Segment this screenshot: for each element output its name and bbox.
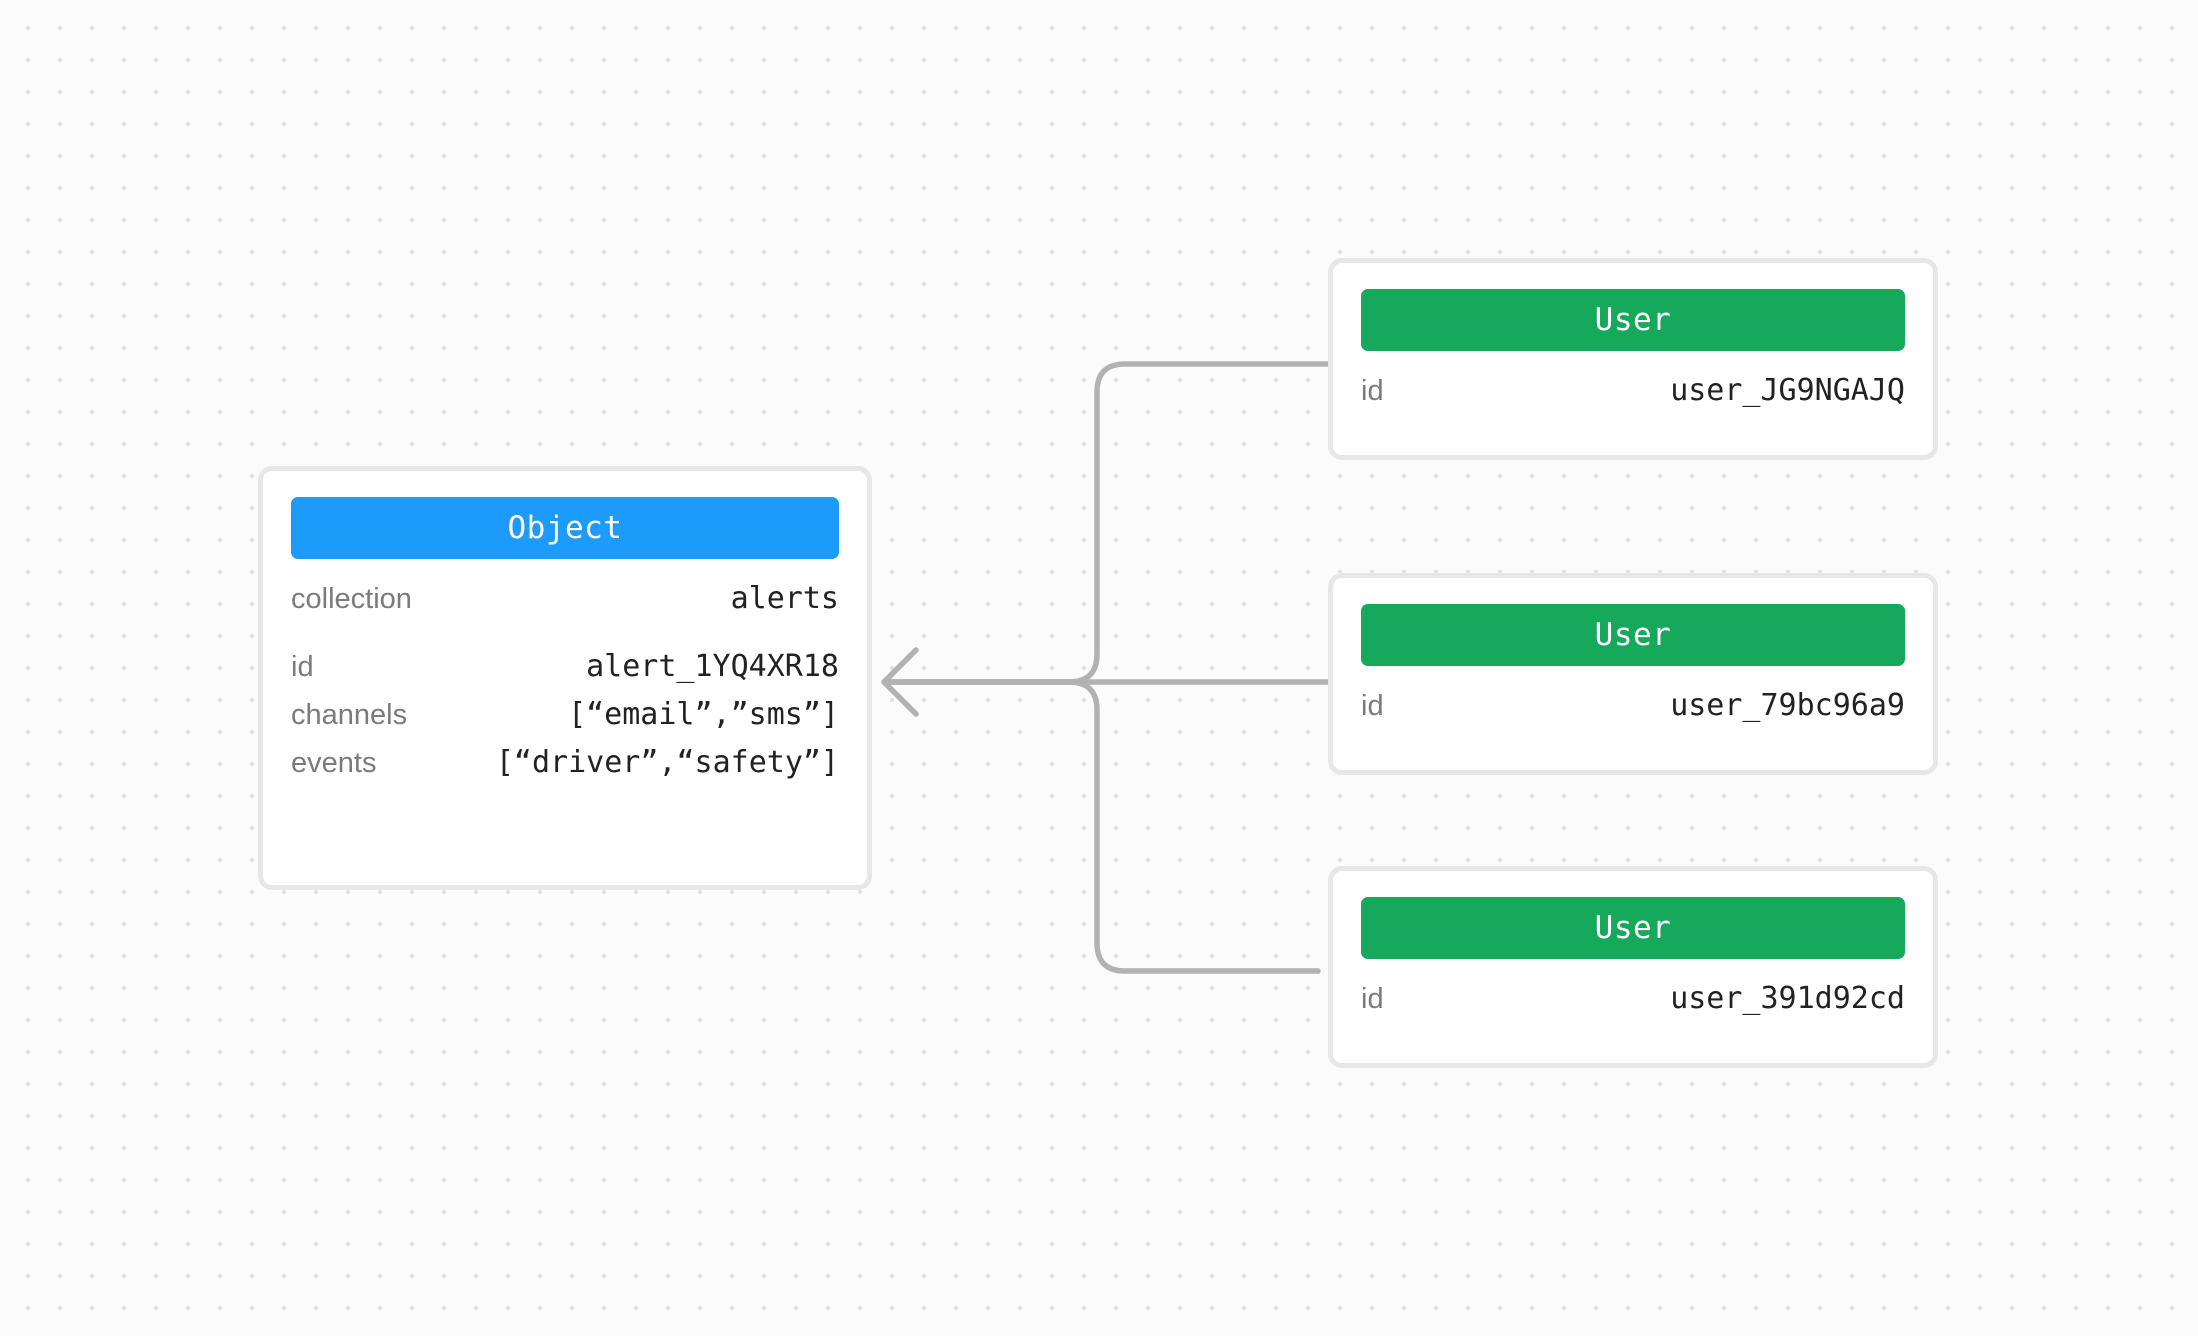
node-user-2-title: User (1594, 616, 1672, 653)
field-key: channels (291, 699, 408, 731)
node-user-1-fields: id user_JG9NGAJQ (1361, 373, 1905, 421)
field-key: id (1361, 690, 1384, 722)
field-value: user_JG9NGAJQ (1670, 373, 1905, 408)
field-row: events [“driver”,“safety”] (291, 745, 839, 793)
field-value: [“email”,”sms”] (568, 697, 839, 732)
node-user-3-header: User (1361, 897, 1905, 959)
node-object-fields-secondary: id alert_1YQ4XR18 channels [“email”,”sms… (291, 649, 839, 793)
node-user-3-body: id user_391d92cd (1333, 981, 1933, 1029)
field-value: [“driver”,“safety”] (495, 745, 839, 780)
field-value: alert_1YQ4XR18 (586, 649, 839, 684)
node-user-2-fields: id user_79bc96a9 (1361, 688, 1905, 736)
node-user-2-body: id user_79bc96a9 (1333, 688, 1933, 736)
field-row: id user_JG9NGAJQ (1361, 373, 1905, 421)
node-object-title: Object (507, 509, 623, 546)
edge-arrowhead-icon (881, 647, 919, 717)
node-user-1-title: User (1594, 301, 1672, 338)
node-object-body: collection alerts id alert_1YQ4XR18 chan… (263, 581, 867, 793)
field-row: id user_79bc96a9 (1361, 688, 1905, 736)
field-value: user_391d92cd (1670, 981, 1905, 1016)
node-user-3-title: User (1594, 909, 1672, 946)
field-row: channels [“email”,”sms”] (291, 697, 839, 745)
node-user-1[interactable]: User id user_JG9NGAJQ (1328, 258, 1938, 460)
field-key: events (291, 747, 377, 779)
node-user-2[interactable]: User id user_79bc96a9 (1328, 573, 1938, 775)
edge-user-3-to-object (883, 679, 1321, 974)
field-row: collection alerts (291, 581, 839, 629)
node-object-header: Object (291, 497, 839, 559)
node-object[interactable]: Object collection alerts id alert_1YQ4XR… (258, 466, 872, 890)
field-value: alerts (730, 581, 839, 616)
node-user-3[interactable]: User id user_391d92cd (1328, 866, 1938, 1068)
edge-user-1-to-object (883, 361, 1333, 685)
field-key: id (1361, 983, 1384, 1015)
field-row: id user_391d92cd (1361, 981, 1905, 1029)
field-value: user_79bc96a9 (1670, 688, 1905, 723)
node-user-3-fields: id user_391d92cd (1361, 981, 1905, 1029)
field-key: collection (291, 583, 412, 615)
node-user-1-header: User (1361, 289, 1905, 351)
field-key: id (291, 651, 314, 683)
field-key: id (1361, 375, 1384, 407)
field-row: id alert_1YQ4XR18 (291, 649, 839, 697)
node-object-fields-primary: collection alerts (291, 581, 839, 629)
node-user-1-body: id user_JG9NGAJQ (1333, 373, 1933, 421)
node-user-2-header: User (1361, 604, 1905, 666)
